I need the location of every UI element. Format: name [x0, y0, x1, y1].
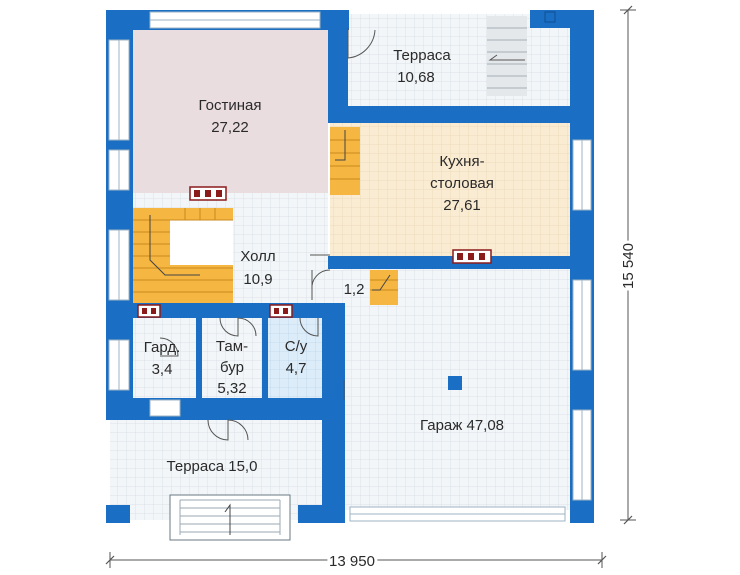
- terrace-top-name: Терраса: [393, 47, 451, 64]
- garage-label: Гараж 47,08: [420, 417, 504, 434]
- dimension-width: [105, 552, 607, 568]
- bathroom-area: 4,7: [286, 360, 307, 377]
- stairs-kitchen: [330, 127, 360, 195]
- window-glass-lines: [118, 19, 583, 515]
- bathroom-floor: [268, 318, 326, 398]
- living-floor: [133, 30, 328, 193]
- garage-column: [448, 376, 462, 390]
- bathroom-name: С/у: [285, 338, 308, 355]
- terrace-top-floor: [345, 14, 577, 106]
- hall-area: 10,9: [243, 271, 272, 288]
- wardrobe-area: 3,4: [152, 361, 173, 378]
- vestibule-name-line2: бур: [220, 359, 244, 376]
- wardrobe-floor: [133, 318, 196, 398]
- terrace-top-area: 10,68: [397, 69, 435, 86]
- chimney-living: [189, 186, 227, 201]
- kitchen-name-line1: Кухня-: [439, 153, 484, 170]
- storage-area: 1,2: [344, 281, 365, 298]
- living-name: Гостиная: [199, 97, 262, 114]
- hall-name: Холл: [240, 248, 275, 265]
- stairs-terrace-top: [487, 16, 527, 96]
- chimney-kitchen: [452, 249, 492, 264]
- vestibule-floor: [202, 318, 262, 398]
- stairs-hall: [133, 208, 233, 303]
- kitchen-area: 27,61: [443, 197, 481, 214]
- wardrobe-name: Гард.: [144, 339, 181, 356]
- dimension-height: [620, 5, 636, 525]
- vestibule-area: 5,32: [217, 380, 246, 397]
- dimension-width-label: 13 950: [329, 553, 375, 570]
- kitchen-floor: [330, 123, 570, 256]
- kitchen-name-line2: столовая: [430, 175, 494, 192]
- stairs-storage: [370, 270, 398, 305]
- doors: [159, 28, 376, 441]
- vestibule-name-line1: Там-: [216, 338, 248, 355]
- terrace-bottom-label: Терраса 15,0: [167, 458, 258, 475]
- vent-hall-left: [137, 304, 161, 318]
- dimension-height-label: 15 540: [620, 243, 637, 289]
- corner-marker: [544, 11, 556, 23]
- stairs-terrace-bottom: [169, 494, 291, 541]
- living-area: 27,22: [211, 119, 249, 136]
- vent-hall-right: [269, 304, 293, 318]
